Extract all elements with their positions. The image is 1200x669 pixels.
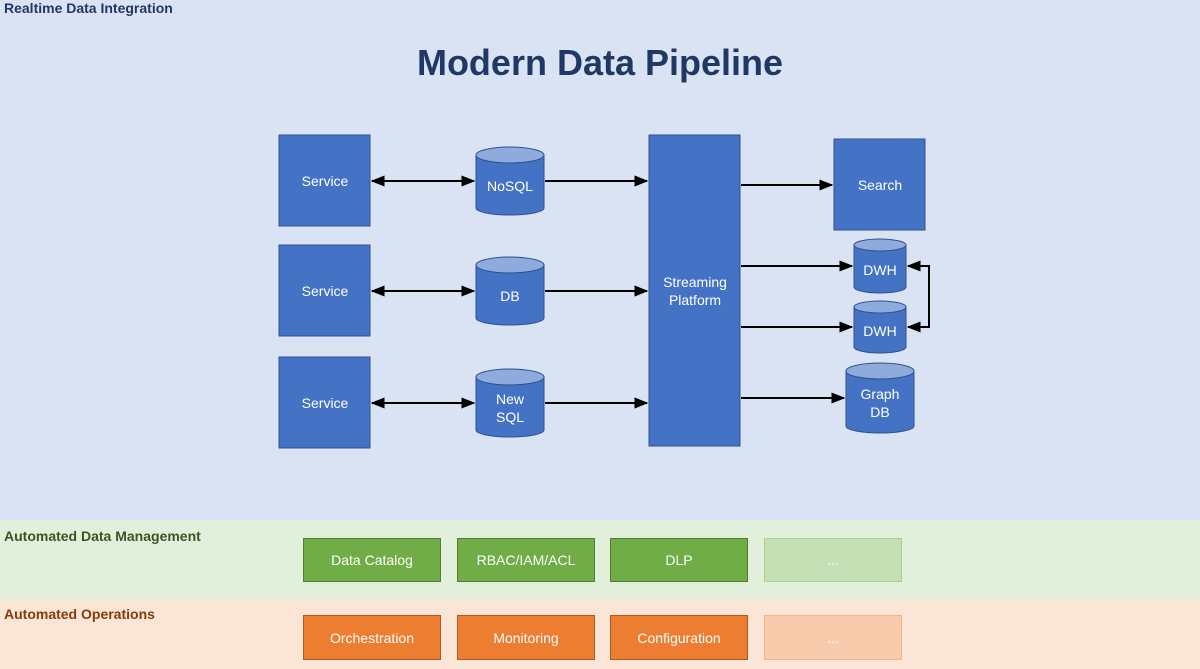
- dwh-store-1: DWH: [853, 238, 907, 294]
- data-catalog-tile: Data Catalog: [303, 538, 441, 582]
- nosql-store: NoSQL: [475, 146, 545, 216]
- newsql-label-line2: SQL: [496, 409, 524, 425]
- orchestration-tile: Orchestration: [303, 615, 441, 660]
- streaming-label-line1: Streaming: [663, 274, 727, 290]
- configuration-tile: Configuration: [610, 615, 748, 660]
- operations-section-title: Automated Operations: [4, 606, 155, 622]
- pipeline-diagram: Service Service Service NoSQL DB New SQL…: [278, 134, 930, 449]
- search-node: Search: [833, 138, 926, 231]
- newsql-store: New SQL: [475, 368, 545, 438]
- search-label: Search: [858, 177, 902, 193]
- service-label-2: Service: [302, 283, 349, 299]
- dlp-tile: DLP: [610, 538, 748, 582]
- operations-more-tile: ...: [764, 615, 902, 660]
- data-management-more-tile: ...: [764, 538, 902, 582]
- data-management-section-title: Automated Data Management: [4, 528, 201, 544]
- service-label-1: Service: [302, 173, 349, 189]
- db-store: DB: [475, 256, 545, 326]
- service-node-3: Service: [278, 356, 371, 449]
- graph-db-store: Graph DB: [845, 362, 915, 434]
- monitoring-tile: Monitoring: [457, 615, 595, 660]
- newsql-label-line1: New: [496, 391, 525, 407]
- access-control-tile: RBAC/IAM/ACL: [457, 538, 595, 582]
- nosql-label: NoSQL: [487, 178, 533, 194]
- operations-section: Automated Operations: [0, 599, 1200, 669]
- dwh-store-2: DWH: [853, 300, 907, 354]
- page-title: Modern Data Pipeline: [416, 42, 784, 83]
- realtime-integration-section: Realtime Data Integration: [0, 0, 1200, 520]
- service-node-1: Service: [278, 134, 371, 227]
- streaming-label-line2: Platform: [669, 292, 721, 308]
- graph-db-label-line2: DB: [870, 404, 889, 420]
- dwh-sync-connector: [906, 260, 930, 333]
- graph-db-label-line1: Graph: [861, 386, 900, 402]
- db-label: DB: [500, 288, 519, 304]
- streaming-platform-node: Streaming Platform: [648, 134, 741, 447]
- data-management-section: Automated Data Management: [0, 520, 1200, 599]
- realtime-section-title: Realtime Data Integration: [4, 0, 173, 16]
- service-node-2: Service: [278, 244, 371, 337]
- dwh-label-1: DWH: [863, 262, 896, 278]
- service-label-3: Service: [302, 395, 349, 411]
- dwh-label-2: DWH: [863, 323, 896, 339]
